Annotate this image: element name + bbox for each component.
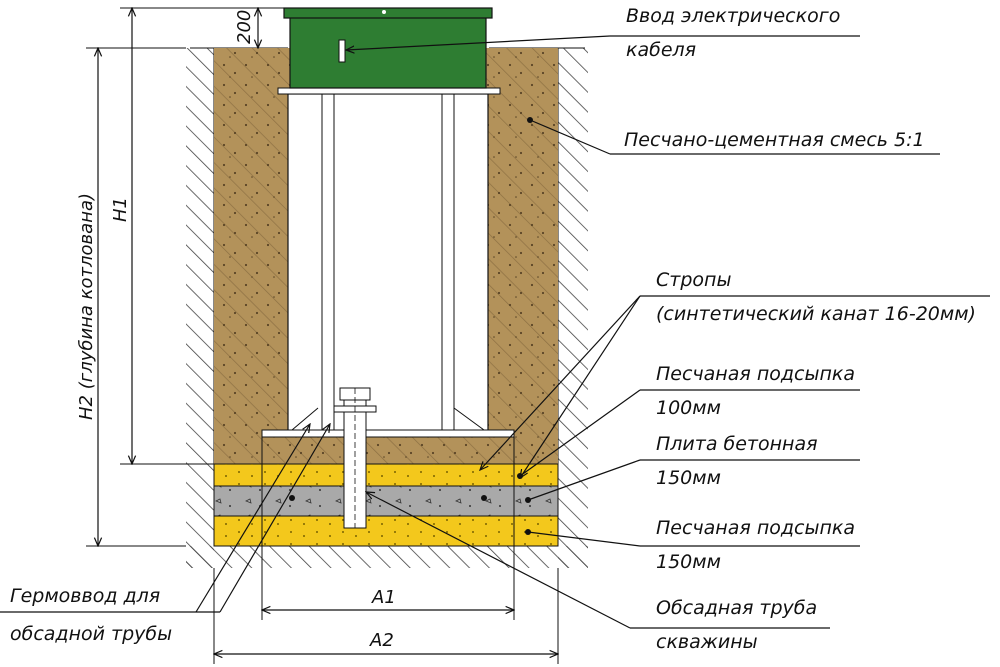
caisson-lid bbox=[289, 13, 487, 89]
dim-200-label: 200 bbox=[234, 10, 255, 44]
callout-casing-line2: скважины bbox=[656, 631, 758, 653]
sand-layer-bottom-dots bbox=[214, 516, 558, 546]
callout-slings-line2: (синтетический канат 16-20мм) bbox=[656, 303, 976, 325]
bottom-ground-hatch bbox=[186, 546, 588, 568]
caisson-bottom-flange bbox=[261, 429, 515, 438]
sling-right bbox=[453, 407, 485, 431]
leader-mix bbox=[529, 119, 611, 155]
callout-cable-line1: Ввод электрического bbox=[626, 5, 840, 27]
leader-slings-1 bbox=[480, 295, 641, 470]
callout-slab-line1: Плита бетонная bbox=[656, 433, 818, 455]
leader-cable bbox=[346, 35, 611, 50]
leader-sand-bottom bbox=[527, 531, 641, 547]
dim-a2-label: A2 bbox=[369, 630, 394, 651]
cable-entry-port bbox=[338, 39, 346, 63]
callout-mix: Песчано-цементная смесь 5:1 bbox=[624, 129, 925, 151]
leader-sand-top bbox=[519, 389, 641, 477]
leader-casing bbox=[366, 492, 631, 629]
sand-layer-top-dots bbox=[214, 464, 558, 486]
concrete-slab-dots bbox=[214, 486, 558, 516]
right-ground-hatch bbox=[558, 48, 588, 568]
leader-slab bbox=[527, 459, 641, 501]
callout-gland-line1: Гермоввод для bbox=[10, 585, 160, 607]
callout-sand-bottom-line2: 150мм bbox=[656, 551, 721, 573]
caisson-top-flange bbox=[277, 87, 501, 95]
callout-cable-line2: кабеля bbox=[626, 39, 696, 61]
leader-gland-1 bbox=[195, 424, 310, 613]
leader-gland-dot-1 bbox=[289, 495, 295, 501]
callout-sand-bottom-line1: Песчаная подсыпка bbox=[656, 517, 855, 539]
left-ground-hatch bbox=[186, 48, 214, 568]
leader-slings-2 bbox=[520, 295, 641, 478]
callout-slings-line1: Стропы bbox=[656, 269, 731, 291]
callout-slab-line2: 150мм bbox=[656, 467, 721, 489]
dim-h1-label: H1 bbox=[110, 197, 131, 222]
caisson-lid-rim bbox=[283, 7, 493, 19]
callout-sand-top-line2: 100мм bbox=[656, 397, 721, 419]
dim-h2-label: H2 (глубина котлована) bbox=[76, 193, 97, 420]
leader-gland-2 bbox=[219, 424, 330, 613]
sling-left bbox=[291, 407, 319, 431]
leader-gland-dot-2 bbox=[481, 495, 487, 501]
dim-a1-label: A1 bbox=[371, 587, 396, 608]
lid-bolt-icon bbox=[382, 10, 386, 14]
callout-gland-line2: обсадной трубы bbox=[10, 623, 172, 645]
callout-sand-top-line1: Песчаная подсыпка bbox=[656, 363, 855, 385]
callout-casing-line1: Обсадная труба bbox=[656, 597, 817, 619]
caisson-body bbox=[287, 93, 489, 437]
